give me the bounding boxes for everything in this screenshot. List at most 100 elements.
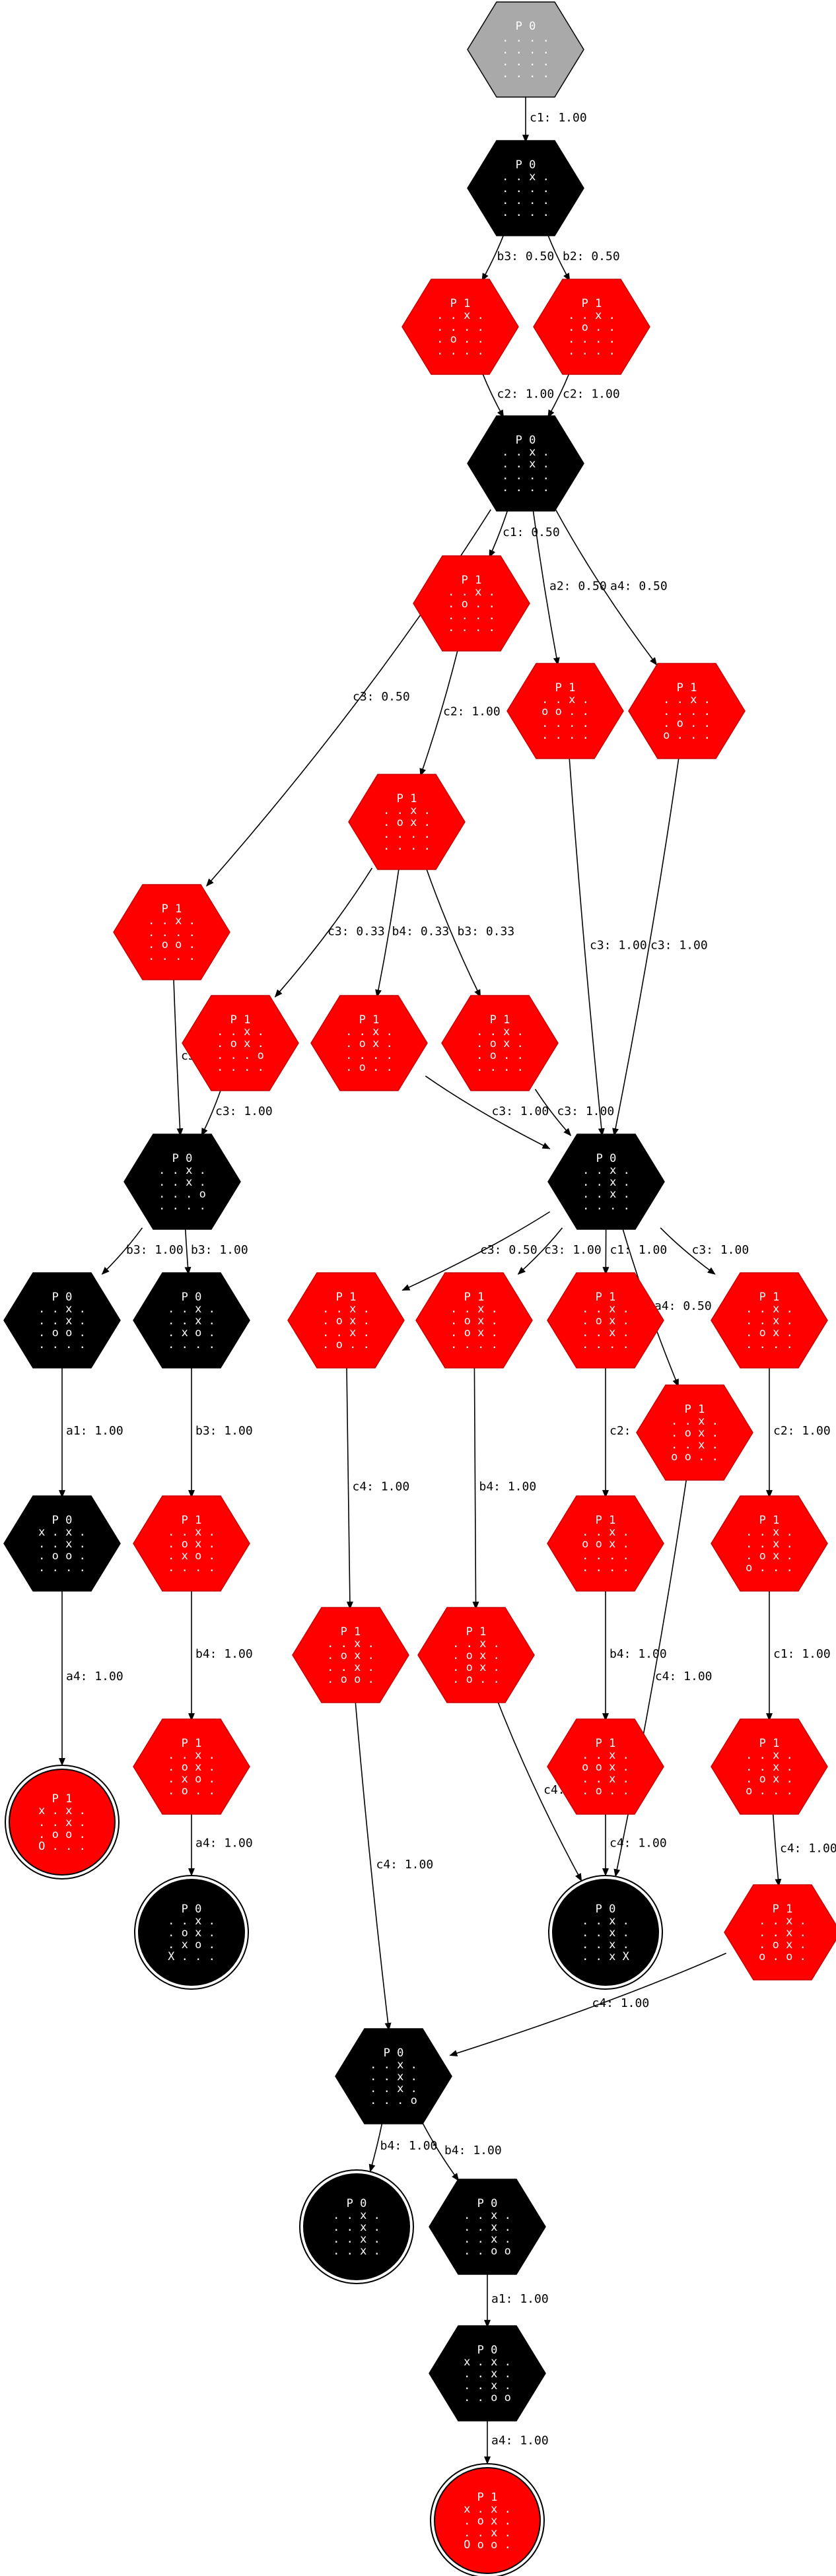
node-player-label: P 1 [182, 1737, 202, 1750]
node-board-row: . . x . [582, 1326, 629, 1339]
edge-label: a1: 1.00 [491, 2292, 549, 2306]
terminal-node-shape [434, 2467, 541, 2574]
terminal-node-shape [552, 1879, 659, 1986]
tree-node-n10: P 1. . x .. o x .. . . o. . . . [182, 995, 299, 1091]
edge-arrow [274, 867, 373, 998]
node-board-row: . . . . [448, 621, 495, 634]
node-board-row: . . . . [502, 32, 549, 45]
node-board-row: o o . . [671, 1450, 718, 1464]
node-player-label: P 0 [477, 2197, 498, 2210]
node-board-row: . x o . [168, 1326, 215, 1339]
state-node-hexagon [133, 1718, 250, 1815]
node-board-row: . . x . [168, 1915, 215, 1928]
node-board-row: . . x . [322, 1326, 370, 1339]
node-board-row: . . x . [502, 446, 549, 459]
node-player-label: P 0 [52, 1291, 73, 1304]
node-board-row: . . x . [333, 2209, 380, 2222]
node-board-row: . . x . [582, 1773, 629, 1786]
node-board-row: x . x . [464, 2356, 511, 2369]
edge-arrow [449, 1952, 726, 2056]
node-board-row: . o x . [450, 1326, 498, 1339]
tree-edge-n29-n31: b4: 1.00 [602, 1589, 667, 1722]
node-player-label: P 1 [450, 297, 471, 310]
edge-label: a4: 1.00 [195, 1836, 253, 1850]
node-board-row: . . x . [759, 1915, 806, 1928]
node-board-row: . . . . [383, 828, 431, 841]
tree-node-n0: P 0. . . .. . . .. . . .. . . . [467, 1, 584, 98]
node-board-row: . . x . [168, 1303, 215, 1316]
tree-edge-n23-n28: b4: 1.00 [472, 1366, 536, 1610]
node-board-row: x . x . [38, 1804, 86, 1817]
edge-arrow [101, 1227, 143, 1275]
node-player-label: P 1 [359, 1013, 380, 1027]
state-node-hexagon [467, 140, 584, 236]
node-board-row: . o . . [448, 597, 495, 611]
node-board-row: . . . . [168, 1561, 215, 1575]
tree-node-n8: P 1. . x .. . . .. o o .. . . . [113, 884, 230, 980]
state-node-hexagon [711, 1495, 828, 1592]
state-node-hexagon [547, 1134, 665, 1230]
node-board-row: . . x . [168, 1526, 215, 1539]
node-player-label: P 1 [677, 681, 697, 695]
tree-node-n24: P 1. . x .. o x .. . x .. . . . [547, 1272, 664, 1369]
edge-label: c1: 0.50 [503, 525, 560, 539]
node-board-row: . . x . [746, 1538, 793, 1551]
tree-node-n31: P 1. . x .o o x .. . x .. o . . [547, 1718, 664, 1815]
node-board-row: . . x . [450, 1303, 498, 1316]
state-node-hexagon [415, 1272, 533, 1369]
node-board-row: . . x . [582, 1915, 629, 1928]
state-node-hexagon [182, 995, 299, 1091]
node-board-row: . . x . [370, 2058, 417, 2072]
tree-edge-n31-n32: c4: 1.00 [602, 1812, 667, 1876]
tree-node-n18: P 1x . x .. . x .. o o .O . . . [5, 1765, 120, 1880]
node-player-label: P 0 [52, 1514, 73, 1527]
edge-label: c2: 1.00 [497, 388, 555, 401]
node-board-row: . . x . [582, 1303, 629, 1316]
node-player-label: P 1 [52, 1792, 73, 1806]
tree-node-n2: P 1. . x .. . . .. o . .. . . . [401, 279, 519, 375]
node-board-row: . o x . [746, 1326, 793, 1339]
node-board-row: . . x . [568, 309, 615, 322]
edge-arrow [472, 1366, 479, 1610]
tree-node-n27: P 1. . x .. o x .. . x .. o o . [292, 1607, 409, 1703]
node-board-row: . o . . [452, 1673, 500, 1686]
terminal-node-ring [430, 2463, 545, 2576]
tree-edge-n14-n26: c3: 1.00 [660, 1227, 749, 1275]
node-board-row: . . x . [502, 170, 549, 184]
tree-node-n11: P 1. . x .. o x .. . . .. o . . [310, 995, 428, 1091]
node-board-row: . . x . [671, 1439, 718, 1452]
edge-label: b2: 0.50 [563, 250, 620, 263]
node-board-row: . o x . [168, 1761, 215, 1774]
tree-node-n36: P 0. . x .. . x .. . x .. . . o [335, 2028, 452, 2124]
node-board-row: . . . . [582, 1549, 629, 1563]
edge-label: c4: 1.00 [592, 1996, 650, 2010]
node-board-row: . . x . [452, 1637, 500, 1650]
node-board-row: . . x . [582, 1526, 629, 1539]
node-board-row: . . . . [448, 609, 495, 623]
node-board-row: . . x . [582, 1176, 630, 1189]
terminal-node-ring [548, 1875, 663, 1990]
node-player-label: P 1 [462, 574, 482, 587]
node-board-row: . . x . [464, 2526, 511, 2540]
node-board-row: o . . . [663, 729, 711, 742]
tree-edge-n27-n36: c4: 1.00 [355, 1701, 433, 2031]
node-board-row: . o x . [322, 1314, 370, 1328]
node-board-row: . . . . [663, 705, 711, 718]
state-node-hexagon [441, 995, 559, 1091]
state-node-hexagon [3, 1272, 121, 1369]
edge-label: b4: 1.00 [195, 1647, 253, 1661]
edge-label: b4: 1.00 [610, 1647, 667, 1661]
tree-node-n7: P 1. . x .. . . .. o . .o . . . [628, 663, 746, 759]
node-board-row: . . x . [38, 1538, 86, 1551]
node-board-row: . o x . [582, 1314, 629, 1328]
node-board-row: . . x X [582, 1950, 629, 1963]
node-board-row: . . . . [148, 950, 195, 963]
tree-node-n17: P 0x . x .. . x .. o o .. . . . [3, 1495, 121, 1592]
tree-edge-n14-n23: c3: 1.00 [517, 1227, 602, 1275]
edge-label: c4: 1.00 [780, 1842, 836, 1856]
tree-edge-n0-n1: c1: 1.00 [522, 95, 587, 143]
node-player-label: P 0 [182, 1903, 202, 1916]
node-board-row: . . . . [436, 321, 484, 334]
node-board-row: o o . . [541, 705, 589, 718]
